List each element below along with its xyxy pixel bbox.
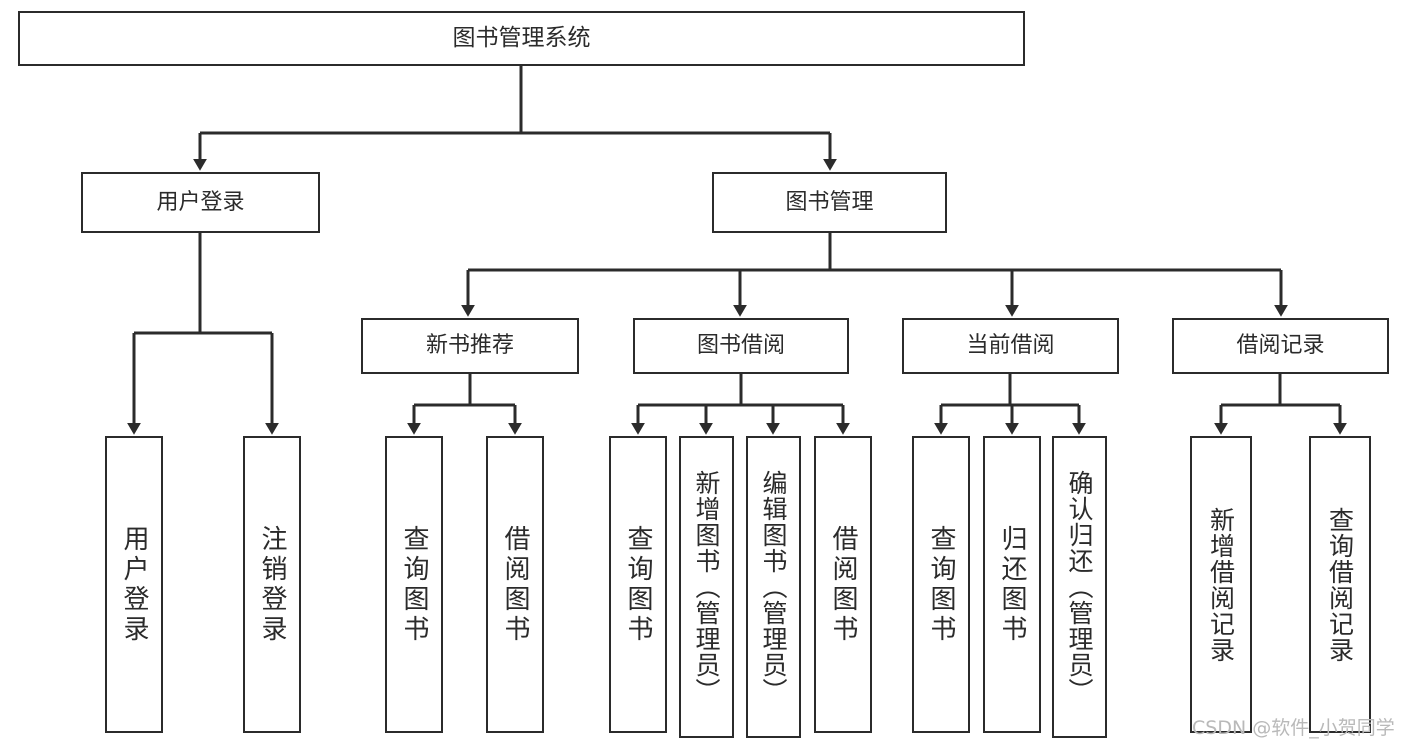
node-add-borrow-record-label: 新增借阅记录 (1206, 506, 1236, 663)
node-query-book-1-label: 查询图书 (399, 524, 429, 645)
node-book-manage-label: 图书管理 (785, 189, 874, 215)
node-confirm-return-admin-label: 确认归还（管理员） (1065, 470, 1094, 704)
node-book-manage[interactable]: 图书管理 (712, 172, 947, 233)
node-borrow-book-1-label: 借阅图书 (500, 524, 530, 645)
node-user-login[interactable]: 用户登录 (81, 172, 320, 233)
node-user-login-leaf[interactable]: 用户登录 (105, 436, 163, 733)
node-borrow-record-label: 借阅记录 (1236, 333, 1325, 358)
node-book-borrow-label: 图书借阅 (696, 333, 785, 358)
node-new-book-recommend-label: 新书推荐 (425, 333, 514, 358)
node-book-borrow[interactable]: 图书借阅 (633, 318, 849, 374)
node-borrow-book-2-label: 借阅图书 (828, 524, 858, 645)
node-query-book-2[interactable]: 查询图书 (609, 436, 667, 733)
node-new-book-recommend[interactable]: 新书推荐 (361, 318, 579, 374)
node-borrow-record[interactable]: 借阅记录 (1172, 318, 1389, 374)
node-borrow-book-1[interactable]: 借阅图书 (486, 436, 544, 733)
node-user-login-label: 用户登录 (156, 189, 245, 215)
node-query-book-3[interactable]: 查询图书 (912, 436, 970, 733)
node-edit-book-admin-label: 编辑图书（管理员） (759, 470, 788, 704)
node-query-book-3-label: 查询图书 (926, 524, 956, 645)
node-root-label: 图书管理系统 (452, 25, 591, 51)
csdn-watermark: CSDN @软件_小贺同学 (1192, 717, 1395, 739)
node-logout-leaf[interactable]: 注销登录 (243, 436, 301, 733)
node-return-book-label: 归还图书 (997, 524, 1027, 645)
node-query-borrow-record[interactable]: 查询借阅记录 (1309, 436, 1371, 733)
node-query-book-1[interactable]: 查询图书 (385, 436, 443, 733)
node-edit-book-admin[interactable]: 编辑图书（管理员） (746, 436, 801, 738)
node-current-borrow[interactable]: 当前借阅 (902, 318, 1119, 374)
node-root[interactable]: 图书管理系统 (18, 11, 1025, 66)
node-add-book-admin[interactable]: 新增图书（管理员） (679, 436, 734, 738)
node-query-book-2-label: 查询图书 (623, 524, 653, 645)
node-borrow-book-2[interactable]: 借阅图书 (814, 436, 872, 733)
node-confirm-return-admin[interactable]: 确认归还（管理员） (1052, 436, 1107, 738)
node-current-borrow-label: 当前借阅 (966, 333, 1055, 358)
node-add-borrow-record[interactable]: 新增借阅记录 (1190, 436, 1252, 733)
node-logout-leaf-label: 注销登录 (257, 524, 287, 645)
node-user-login-leaf-label: 用户登录 (119, 524, 149, 645)
node-return-book[interactable]: 归还图书 (983, 436, 1041, 733)
node-query-borrow-record-label: 查询借阅记录 (1325, 506, 1355, 663)
node-add-book-admin-label: 新增图书（管理员） (692, 470, 721, 704)
